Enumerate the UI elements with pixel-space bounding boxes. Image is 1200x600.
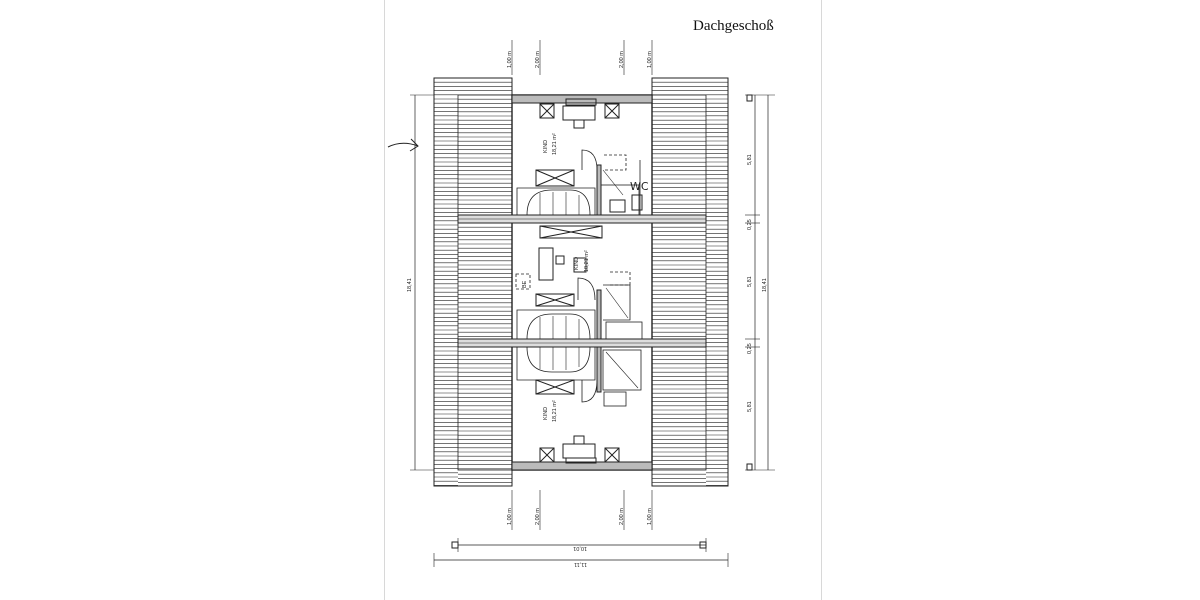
- label-bett: BE: [522, 280, 528, 288]
- room-area-kind-bot: 18,21 m²: [552, 400, 558, 422]
- stair-1: [516, 187, 596, 216]
- bed-2: [538, 247, 554, 281]
- dim-right-seg1: 5,81: [747, 154, 753, 165]
- bath-2: [603, 284, 631, 321]
- window-box-1b: [604, 103, 620, 119]
- dim-top-a: 1,00 m: [507, 51, 513, 68]
- room-area-kind-mid: 18,21 m²: [584, 250, 590, 272]
- gable-wall-bottom: [511, 461, 653, 471]
- door-swing-2: [577, 277, 596, 301]
- bath-3: [602, 349, 642, 391]
- dim-bottom-inner: 10,01: [573, 545, 587, 551]
- dim-bottom-total: 11,11: [574, 561, 587, 567]
- dim-bot-d: 1,00 m: [647, 508, 653, 525]
- room-label-kind-top: KIND: [543, 140, 549, 153]
- dim-right-gap2: 0,25: [747, 343, 753, 354]
- dim-bot-b: 2,00 m: [535, 508, 541, 525]
- bath-1: [600, 184, 640, 216]
- stair-2: [516, 309, 596, 340]
- dim-bot-a: 1,00 m: [507, 508, 513, 525]
- window-box-3c: [604, 447, 620, 463]
- dim-bot-c: 2,00 m: [619, 508, 625, 525]
- arrow-mark: [387, 142, 419, 148]
- window-box-3b: [539, 447, 555, 463]
- room-area-kind-top: 18,21 m²: [552, 133, 558, 155]
- room-label-kind-mid: KIND: [574, 257, 580, 270]
- dim-top-c: 2,00 m: [619, 51, 625, 68]
- plan-title: Dachgeschoß: [693, 18, 774, 34]
- window-box-2a: [535, 293, 575, 307]
- desk-1: [562, 105, 596, 121]
- dim-right-gap1: 0,25: [747, 219, 753, 230]
- roof-left-inner: [457, 94, 513, 471]
- nightstand-2: [573, 257, 587, 273]
- door-swing-1: [581, 149, 598, 171]
- dim-right-total: 18,41: [762, 278, 768, 292]
- window-box-1d: [539, 225, 603, 239]
- window-box-1c: [535, 169, 575, 187]
- room-label-kind-bot: KIND: [543, 407, 549, 420]
- roof-right: [651, 77, 729, 487]
- dim-right-seg2: 5,81: [747, 276, 753, 287]
- desk-3: [562, 443, 596, 459]
- dim-top-b: 2,00 m: [535, 51, 541, 68]
- window-box-1a: [539, 103, 555, 119]
- dim-right-seg3: 5,81: [747, 401, 753, 412]
- roof-right-inner: [651, 94, 707, 471]
- window-box-3a: [535, 379, 575, 395]
- dim-top-d: 1,00 m: [647, 51, 653, 68]
- roof-left: [433, 77, 513, 487]
- room-label-wc: WC: [630, 180, 649, 193]
- door-swing-3: [581, 379, 598, 403]
- stair-3: [516, 346, 596, 381]
- dim-left-total: 18,41: [407, 278, 413, 292]
